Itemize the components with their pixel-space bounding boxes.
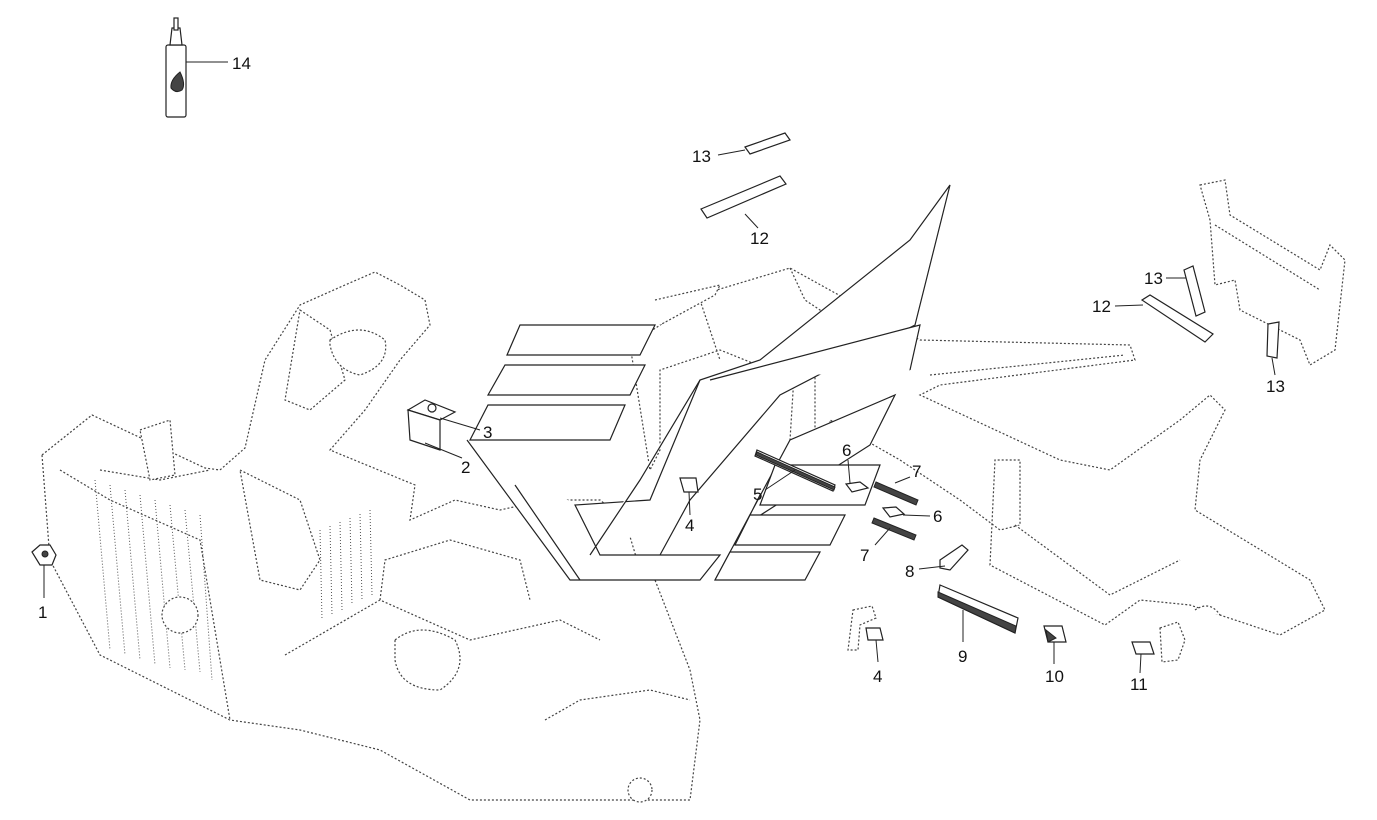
part-7-strip-a <box>873 481 919 506</box>
callout-10: 10 <box>1045 667 1064 686</box>
callout-7b: 7 <box>860 546 869 565</box>
callout-4b: 4 <box>873 667 882 686</box>
callout-5: 5 <box>753 485 762 504</box>
callout-3: 3 <box>483 423 492 442</box>
part-13-plate-right-a <box>1183 265 1206 317</box>
sealant-tube-part <box>165 17 187 118</box>
part-4-pad-b <box>865 627 884 641</box>
callout-13c: 13 <box>1266 377 1285 396</box>
part-6-piece-b <box>881 506 906 518</box>
part-12-plate-right <box>1140 294 1214 343</box>
callout-1: 1 <box>38 603 47 622</box>
callout-12b: 12 <box>1092 297 1111 316</box>
callout-6b: 6 <box>933 507 942 526</box>
callout-13b: 13 <box>1144 269 1163 288</box>
part-2-3-bracket <box>406 399 457 451</box>
callout-2: 2 <box>461 458 470 477</box>
part-6-piece-a <box>844 481 870 493</box>
callout-11: 11 <box>1130 675 1148 694</box>
callout-8: 8 <box>905 562 914 581</box>
callout-9: 9 <box>958 647 967 666</box>
part-13-plate-right-b <box>1266 321 1280 359</box>
leader-lines <box>43 61 1276 674</box>
callout-7a: 7 <box>912 462 921 481</box>
callout-6a: 6 <box>842 441 851 460</box>
part-13-plate-top <box>744 132 791 155</box>
part-11-pad <box>1131 641 1155 655</box>
part-7-strip-b <box>871 517 917 541</box>
part-12-plate-top <box>700 175 787 219</box>
part-9-strip <box>937 584 1019 634</box>
callout-labels: 1 2 3 4 4 5 6 6 7 7 8 9 10 11 12 12 13 1… <box>38 54 1285 694</box>
floor-panels <box>466 184 951 581</box>
callout-13a: 13 <box>692 147 711 166</box>
callout-12a: 12 <box>750 229 769 248</box>
cabin-body <box>41 271 701 803</box>
callout-14: 14 <box>232 54 251 73</box>
part-4-pad-a <box>679 477 699 493</box>
callout-4a: 4 <box>685 516 694 535</box>
